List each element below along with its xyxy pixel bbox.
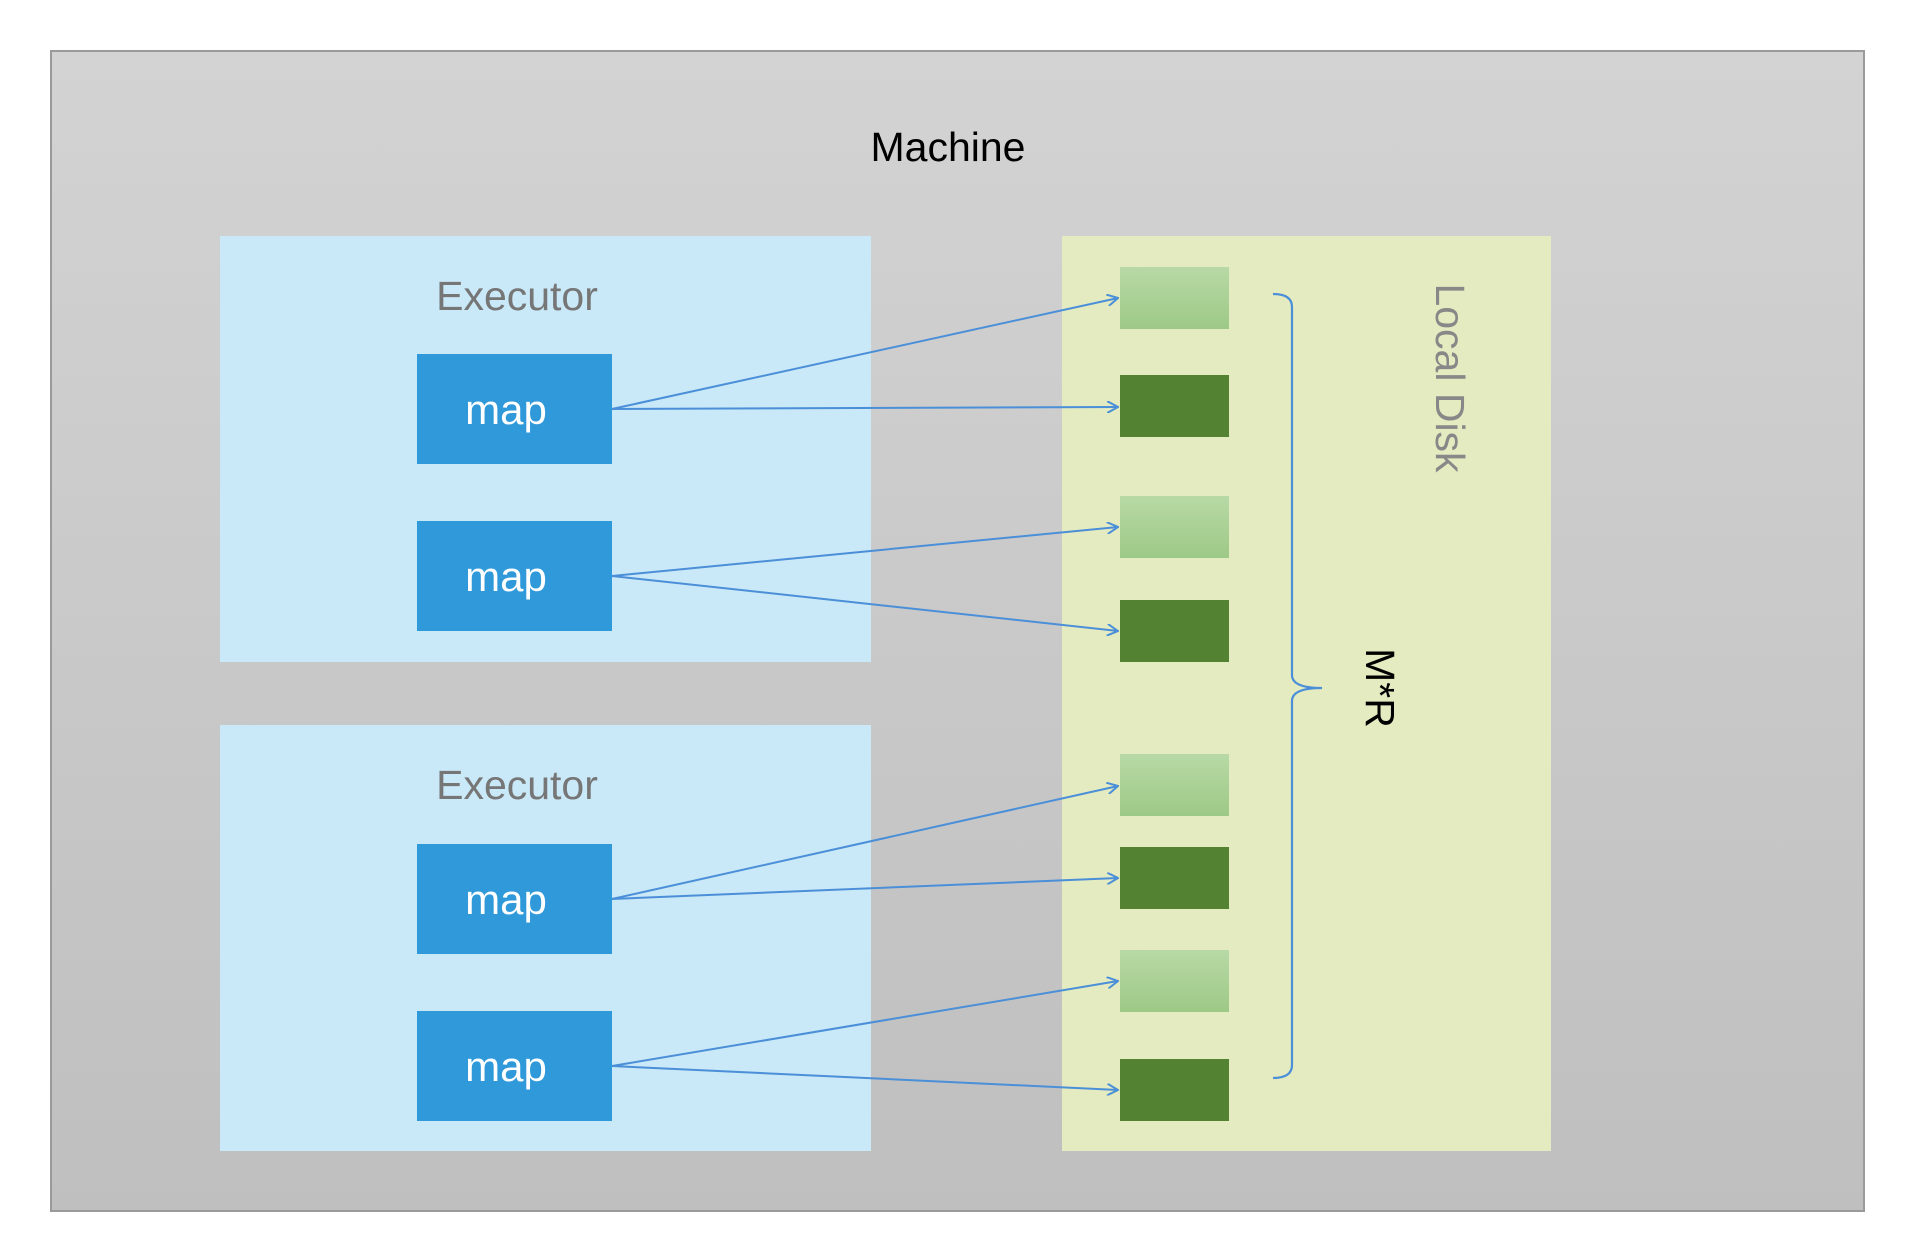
files-count-label: M*R	[1357, 648, 1403, 728]
shuffle-file-light	[1120, 496, 1229, 558]
shuffle-file-light	[1120, 950, 1229, 1012]
map-task: map	[417, 521, 612, 631]
shuffle-file-light	[1120, 754, 1229, 816]
edge-arrow	[611, 407, 1118, 409]
map-box	[417, 844, 612, 954]
local-disk-label: Local Disk	[1427, 283, 1473, 473]
map-label: map	[465, 1043, 547, 1090]
edge-arrow	[611, 298, 1118, 410]
edge-arrow	[611, 527, 1118, 577]
map-box	[417, 521, 612, 631]
edge-arrow	[611, 575, 1118, 631]
edge-arrow	[611, 786, 1118, 900]
edge-arrow	[611, 1065, 1118, 1090]
local-disk-background	[1062, 236, 1551, 1151]
shuffle-file-dark	[1120, 847, 1229, 909]
executor-label: Executor	[436, 273, 598, 319]
shuffle-file-dark	[1120, 600, 1229, 662]
map-label: map	[465, 876, 547, 923]
files-brace	[1272, 292, 1323, 1080]
map-task: map	[417, 354, 612, 464]
shuffle-file-dark	[1120, 1059, 1229, 1121]
map-task: map	[417, 1011, 612, 1121]
map-box	[417, 1011, 612, 1121]
executor-box-1: Executor map map	[220, 236, 871, 662]
machine-label: Machine	[871, 124, 1026, 170]
edges	[611, 298, 1118, 1090]
local-disk: Local Disk M*R	[1062, 236, 1551, 1151]
shuffle-file-dark	[1120, 375, 1229, 437]
edge-arrow	[611, 878, 1118, 900]
shuffle-file-light	[1120, 267, 1229, 329]
map-label: map	[465, 553, 547, 600]
edge-arrow	[611, 981, 1118, 1067]
executor-box-2: Executor map map	[220, 725, 871, 1151]
map-box	[417, 354, 612, 464]
executor-label: Executor	[436, 762, 598, 808]
map-label: map	[465, 386, 547, 433]
map-task: map	[417, 844, 612, 954]
